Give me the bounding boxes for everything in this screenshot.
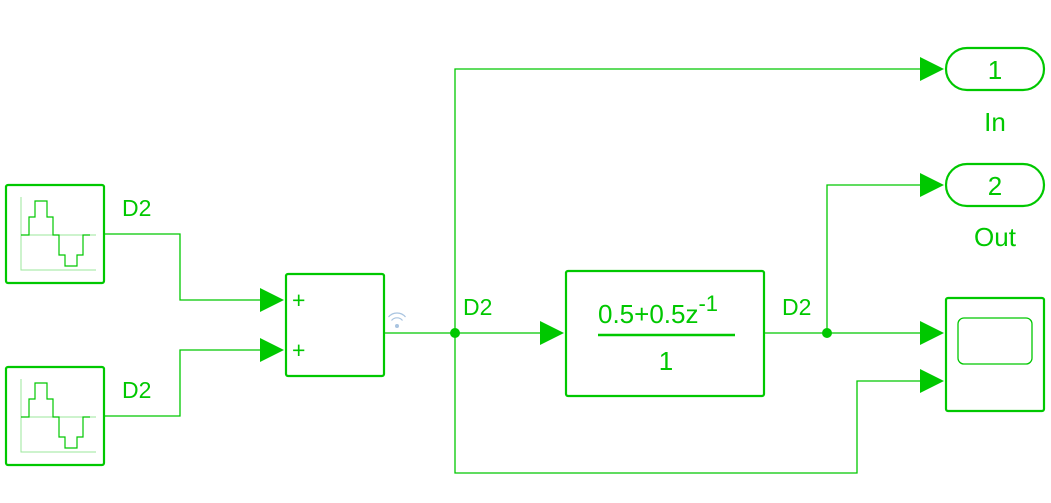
scope-screen-icon [957, 317, 1033, 365]
tf-denominator: 1 [659, 346, 673, 376]
outport-2[interactable]: 2 [944, 162, 1046, 208]
sine-wave-icon [20, 379, 96, 453]
branch-point-tf [822, 328, 832, 338]
arrowhead-outport2 [920, 173, 944, 197]
line-src2-to-sum[interactable] [104, 349, 260, 417]
sine-source-block-1[interactable] [4, 183, 106, 285]
line-src1-to-sum[interactable] [104, 233, 260, 301]
arrowhead-scope-in1 [920, 321, 944, 345]
signal-label-sum-out: D2 [463, 294, 492, 320]
arrowhead-sum-in2 [260, 338, 284, 362]
sine-source-block-2[interactable] [4, 365, 106, 467]
arrowheads [260, 57, 944, 393]
arrowhead-scope-in2 [920, 369, 944, 393]
arrowhead-outport1 [920, 57, 944, 81]
signal-label-tf-out: D2 [782, 294, 811, 320]
tf-exponent: -1 [698, 291, 718, 316]
tf-numerator: 0.5+0.5z-1 [598, 291, 718, 329]
line-branch-to-outport1[interactable] [454, 68, 920, 333]
outport-1[interactable]: 1 [944, 46, 1046, 92]
signal-label-src1: D2 [122, 195, 151, 221]
arrowhead-tf-in [540, 321, 564, 345]
outport-2-name: Out [974, 222, 1017, 252]
signal-lines [104, 68, 920, 474]
sum-sign-1: + [292, 287, 305, 313]
outport-1-name: In [984, 107, 1006, 137]
signal-label-src2: D2 [122, 377, 151, 403]
sum-block[interactable]: + + [284, 272, 386, 378]
wireless-indicator-icon [388, 312, 406, 328]
sum-sign-2: + [292, 337, 305, 363]
line-branch-to-outport2[interactable] [826, 184, 920, 333]
outport-1-number: 1 [988, 55, 1002, 85]
discrete-filter-block[interactable]: 0.5+0.5z-1 1 [564, 269, 766, 398]
branch-point-sum [450, 328, 460, 338]
outport-2-number: 2 [988, 171, 1002, 201]
line-branch-to-scope2[interactable] [454, 333, 920, 474]
sine-wave-icon [20, 197, 96, 271]
arrowhead-sum-in1 [260, 288, 284, 312]
scope-block[interactable] [944, 296, 1046, 413]
